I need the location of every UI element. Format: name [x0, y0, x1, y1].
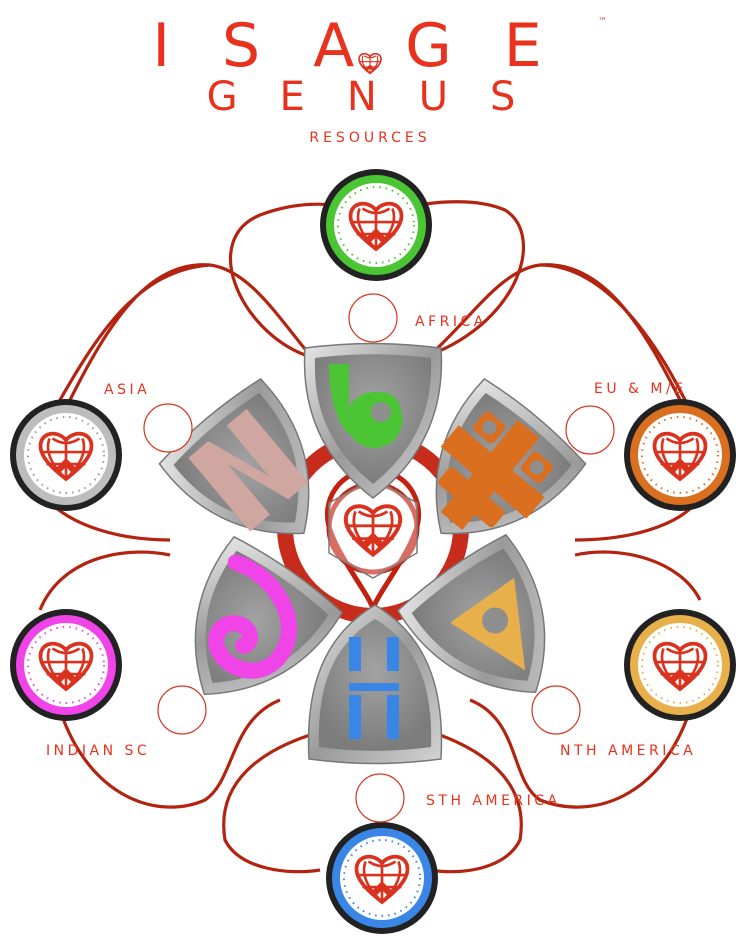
shields — [150, 342, 590, 765]
sth-america-symbol — [349, 637, 399, 739]
medallion-indian-sc[interactable] — [10, 609, 122, 721]
label-nth-america: NTH AMERICA — [560, 743, 696, 759]
medallion-africa[interactable] — [320, 169, 432, 281]
medallion-nth-america[interactable] — [624, 609, 736, 721]
brand-title: ISAGE — [152, 11, 593, 81]
resource-slots — [143, 293, 615, 823]
medallion-asia[interactable] — [10, 399, 122, 511]
medallion-eu-me[interactable] — [624, 399, 736, 511]
shield-africa[interactable] — [303, 342, 443, 499]
indian-sc-symbol — [208, 554, 297, 679]
shield-nth-america[interactable] — [395, 531, 590, 731]
label-sth-america: STH AMERICA — [426, 793, 561, 809]
shield-indian-sc[interactable] — [150, 533, 345, 733]
slot-nth-america[interactable] — [531, 685, 581, 735]
slot-africa[interactable] — [348, 293, 398, 343]
shield-eu-me[interactable] — [390, 375, 589, 576]
slot-sth-america[interactable] — [355, 773, 405, 823]
shield-sth-america[interactable] — [307, 604, 443, 765]
asia-symbol — [188, 408, 309, 532]
slot-asia[interactable] — [143, 403, 193, 453]
medallion-sth-america[interactable] — [326, 822, 438, 934]
shield-asia[interactable] — [156, 375, 355, 576]
label-asia: ASIA — [104, 382, 150, 398]
region-labels: AFRICA EU & M/E NTH AMERICA STH AMERICA … — [46, 314, 696, 809]
section-title: RESOURCES — [309, 130, 430, 146]
slot-indian-sc[interactable] — [157, 685, 207, 735]
trademark-mark: ™ — [598, 17, 607, 27]
label-indian-sc: INDIAN SC — [46, 743, 150, 759]
header: ISAGE ™ GENUS RESOURCES — [152, 11, 607, 146]
eu-me-symbol — [438, 411, 553, 530]
slot-eu-me[interactable] — [565, 405, 615, 455]
label-africa: AFRICA — [415, 314, 487, 330]
region-medallions — [10, 169, 736, 934]
connection-loop-nth-america — [469, 550, 702, 809]
connection-loop-indian-sc — [38, 550, 281, 809]
connection-loop-africa — [229, 200, 526, 357]
label-eu-me: EU & M/E — [594, 381, 687, 397]
connection-loop-sth-america — [222, 733, 523, 874]
brand-subtitle: GENUS — [207, 74, 558, 120]
